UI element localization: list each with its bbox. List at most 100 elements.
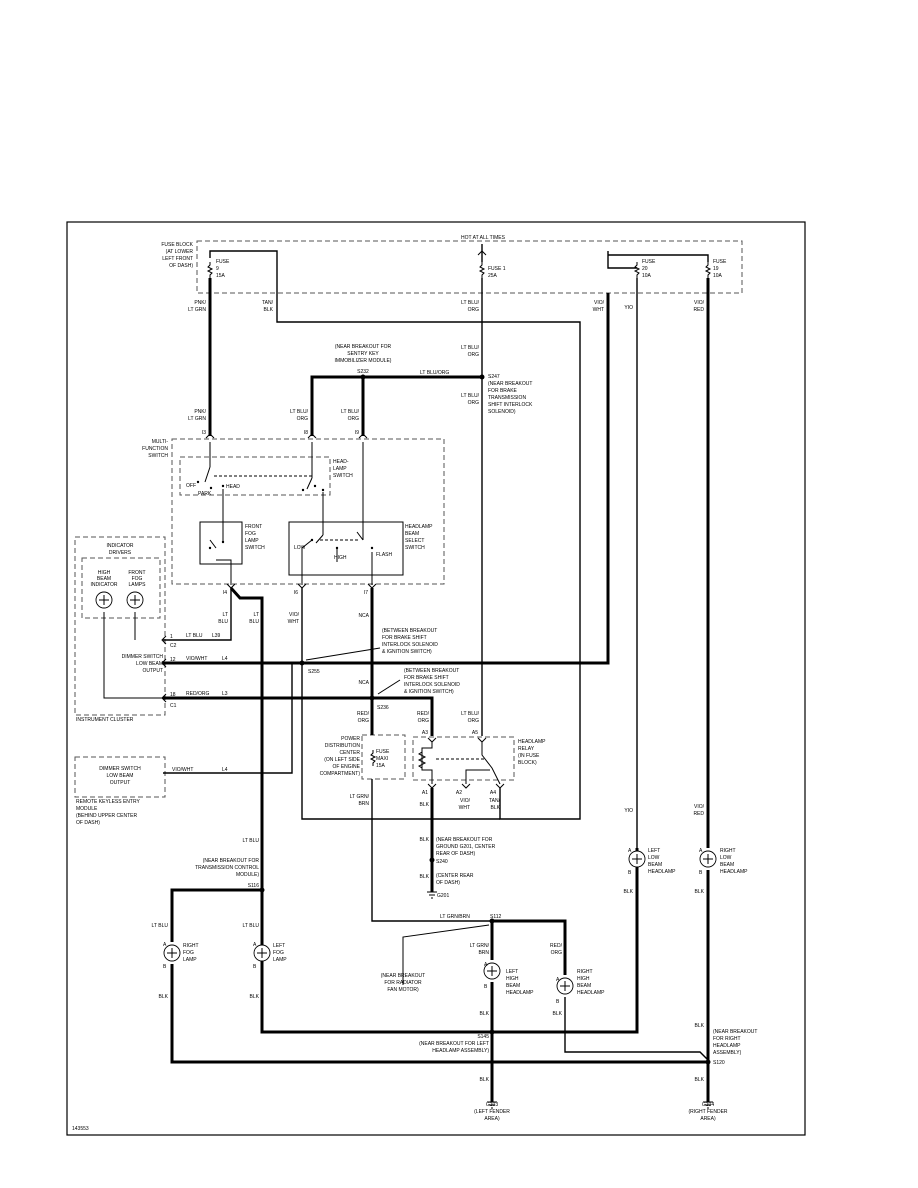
wire-label-ltbluorg-s247: LT BLU/ORG (461, 393, 479, 406)
pin-marker-i3 (205, 433, 215, 439)
splice-s240 (429, 857, 435, 863)
contact-head (221, 484, 225, 488)
pin-c12-label: 12 (170, 657, 176, 663)
fuse-20-element (633, 262, 641, 278)
relay-a2 (465, 769, 490, 784)
wire-viowht-l4 (163, 293, 610, 665)
pin-marker-c12 (161, 658, 167, 668)
figure-id: 143553 (72, 1126, 89, 1132)
g201-blk-label: BLK (420, 874, 430, 880)
splice-s112 (489, 918, 495, 924)
lfog-a-label: A (253, 942, 257, 948)
contact-off (196, 480, 200, 484)
pin-marker-a5 (477, 737, 487, 743)
wire-label-ltblu-c2: LT BLU (186, 633, 203, 639)
pin-c18-label: 18 (170, 692, 176, 698)
s145-label: S145 (477, 1034, 489, 1040)
sw-blade-4 (315, 534, 324, 544)
head-label: HEAD (226, 484, 240, 490)
wire-label-ltbluorg-h: LT BLU/ORG (420, 370, 449, 376)
lfog-b-label: B (253, 964, 257, 970)
pin-i7-label: I7 (364, 590, 368, 596)
contact-park (209, 486, 213, 490)
s116-label: S116 (248, 883, 260, 889)
pin-i3-label: I3 (202, 430, 206, 436)
pin-marker-a3 (427, 737, 437, 743)
l3-label: L3 (222, 691, 228, 697)
leader-s255 (305, 647, 381, 661)
pin-marker-fuse1 (477, 250, 487, 256)
splice-s145 (489, 1029, 495, 1035)
pin-a1-label: A1 (422, 790, 428, 796)
hot-bus-wire-2 (607, 251, 637, 269)
wire-redorg-l3 (163, 696, 434, 736)
s232-label: S232 (357, 369, 369, 375)
high-label: HIGH (334, 555, 347, 561)
splice-s236 (369, 695, 375, 701)
rfog-b-label: B (163, 964, 167, 970)
fuse-block-outline (196, 240, 743, 294)
hot-bus-wire (209, 250, 581, 820)
diagram-frame (66, 221, 806, 1136)
rlow-blk-2-label: BLK (695, 1023, 705, 1029)
wire-label-redorg-s236: RED/ORG (357, 711, 370, 724)
contact-high (335, 546, 339, 550)
wire-ltbluorg-i8 (310, 375, 363, 436)
wire-viowht-rke (163, 663, 293, 774)
wire-label-tanblk-a4: TAN/BLK (489, 798, 501, 811)
wire-ltgrnbrn (371, 779, 492, 922)
g201-label: G201 (437, 893, 449, 899)
fuse-1-element (478, 262, 486, 278)
indicator-drivers-outline (81, 557, 161, 619)
right-low-beam-lamp (699, 850, 717, 868)
pin-i6-label: I6 (294, 590, 298, 596)
contact-fog-2 (221, 540, 225, 544)
left-low-beam-lamp (628, 850, 646, 868)
splice-s116 (259, 887, 265, 893)
lfog-blk-label: BLK (250, 994, 260, 1000)
g104-blk-label: BLK (695, 1077, 705, 1083)
rhigh-blk-label: BLK (553, 1011, 563, 1017)
fog-switch-box (199, 521, 243, 565)
s240-label: S240 (436, 859, 448, 865)
sw-blade-3 (209, 539, 217, 549)
s240-blk-label: BLK (420, 837, 430, 843)
ground-g103-symbol (487, 1101, 497, 1109)
pin-marker-i9 (358, 433, 368, 439)
relay-contact (481, 742, 501, 785)
wire-label-viowht-top: VIO/WHT (593, 300, 605, 313)
lhigh-a-label: A (484, 962, 488, 968)
contact-hl-1 (301, 488, 305, 492)
right-high-beam-lamp (556, 977, 574, 995)
lhigh-b-label: B (484, 984, 488, 990)
s112-label: S112 (490, 914, 502, 920)
contact-fog-1 (208, 546, 212, 550)
left-low-b-label: B (628, 870, 632, 876)
pin-a3-label: A3 (422, 730, 428, 736)
s120-label: S120 (713, 1060, 725, 1066)
fuse-maxi-element (369, 750, 377, 766)
wire-label-ltbluorg-i8: LT BLU/ORG (290, 409, 308, 422)
wire-label-ltbluorg-i9: LT BLU/ORG (341, 409, 359, 422)
wire-label-ltbluorg-a5: LT BLU/ORG (461, 711, 479, 724)
wire-label-pnk-ltgrn-top: PNK/LT GRN (188, 300, 206, 313)
wire-label-ltgrnbrn-lhigh: LT GRN/BRN (470, 943, 490, 956)
